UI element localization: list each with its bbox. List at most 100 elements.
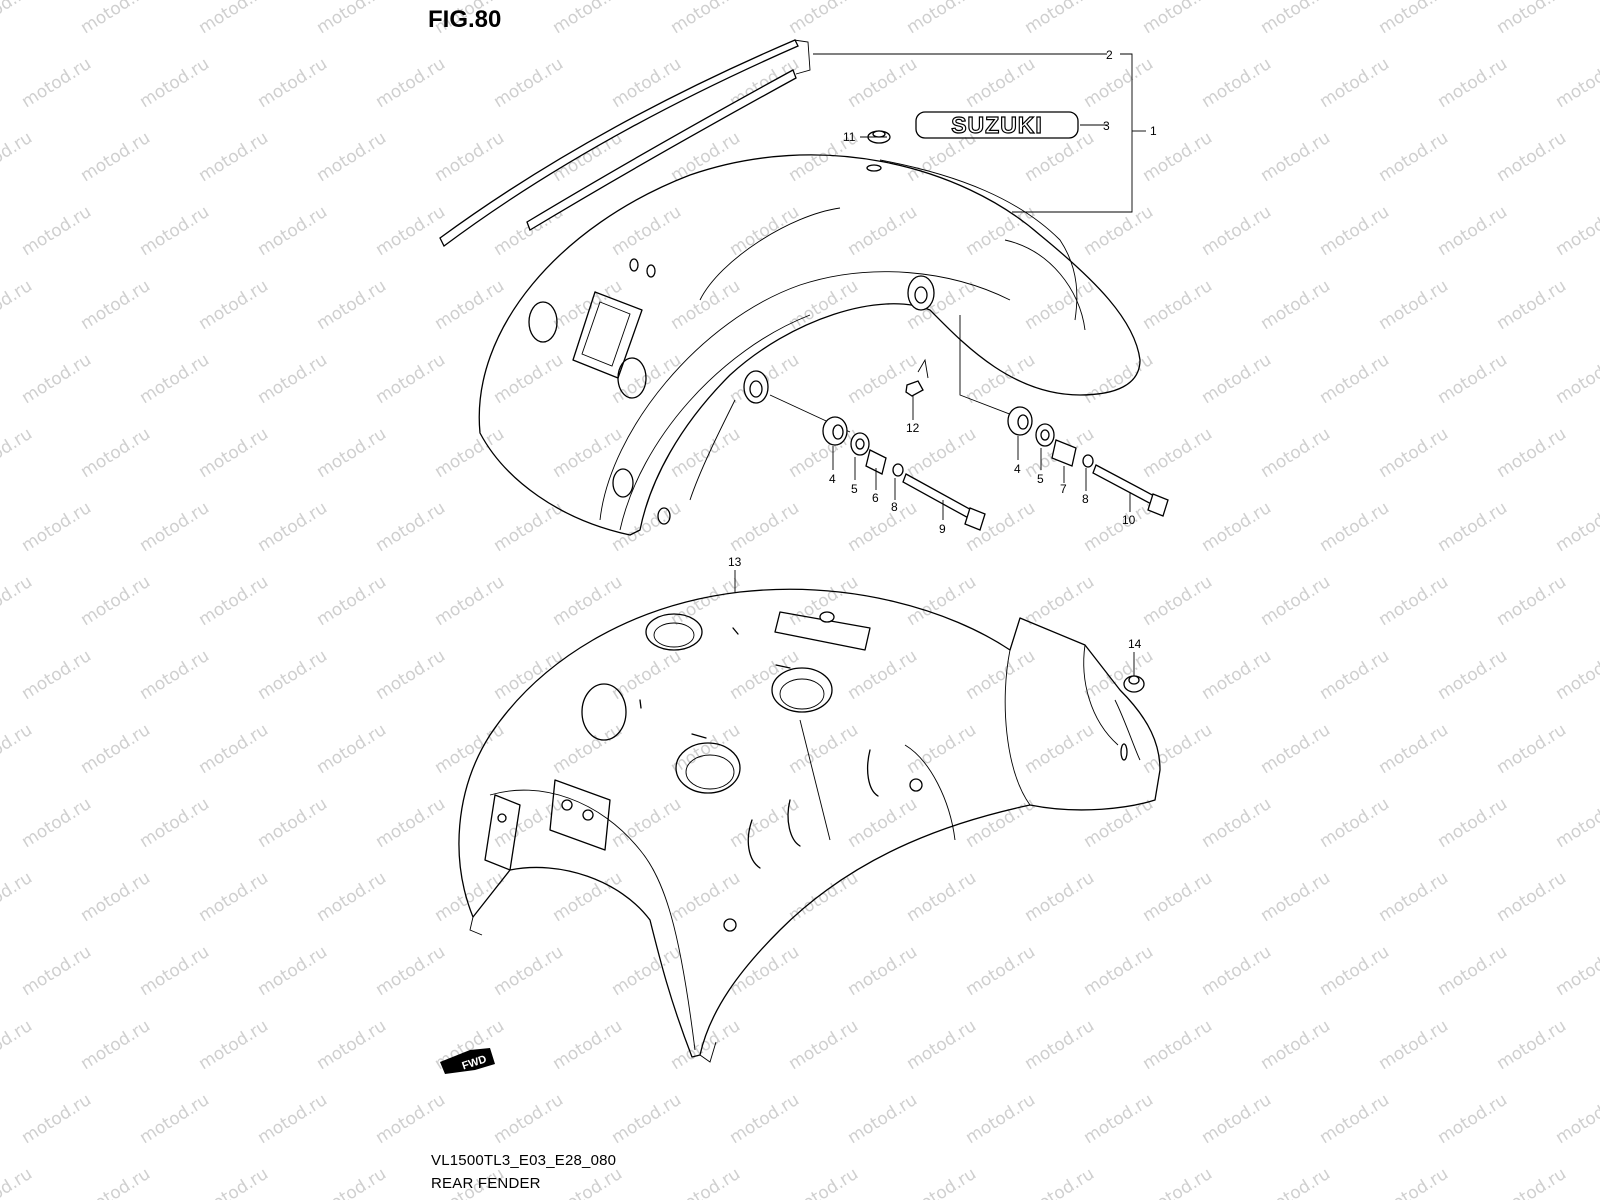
watermark-text: motod.ru: [1493, 424, 1570, 482]
watermark-text: motod.ru: [962, 794, 1039, 852]
watermark-text: motod.ru: [1080, 498, 1157, 556]
watermark-text: motod.ru: [0, 1016, 36, 1074]
watermark-text: motod.ru: [490, 54, 567, 112]
watermark-text: motod.ru: [0, 128, 36, 186]
watermark-text: motod.ru: [1316, 350, 1393, 408]
watermark-text: motod.ru: [1434, 202, 1511, 260]
watermark-text: motod.ru: [136, 794, 213, 852]
watermark-text: motod.ru: [372, 1090, 449, 1148]
watermark-text: motod.ru: [1257, 572, 1334, 630]
watermark-text: motod.ru: [136, 498, 213, 556]
watermark-text: motod.ru: [667, 868, 744, 926]
watermark-text: motod.ru: [77, 1016, 154, 1074]
watermark-text: motod.ru: [18, 1090, 95, 1148]
watermark-text: motod.ru: [1375, 0, 1452, 38]
watermark-text: motod.ru: [195, 276, 272, 334]
watermark-text: motod.ru: [1552, 646, 1600, 704]
watermark-text: motod.ru: [962, 942, 1039, 1000]
watermark-text: motod.ru: [77, 276, 154, 334]
watermark-text: motod.ru: [1139, 572, 1216, 630]
callout-7: 7: [1060, 482, 1067, 496]
watermark-text: motod.ru: [608, 942, 685, 1000]
watermark-text: motod.ru: [1139, 1016, 1216, 1074]
watermark-text: motod.ru: [313, 128, 390, 186]
watermark-text: motod.ru: [549, 572, 626, 630]
watermark-text: motod.ru: [1552, 350, 1600, 408]
watermark-text: motod.ru: [490, 1090, 567, 1148]
watermark-text: motod.ru: [1080, 1090, 1157, 1148]
watermark-text: motod.ru: [844, 646, 921, 704]
watermark-text: motod.ru: [18, 54, 95, 112]
watermark-text: motod.ru: [1080, 646, 1157, 704]
watermark-text: motod.ru: [1198, 54, 1275, 112]
watermark-text: motod.ru: [0, 720, 36, 778]
watermark-text: motod.ru: [0, 0, 36, 38]
watermark-text: motod.ru: [77, 572, 154, 630]
watermark-text: motod.ru: [1552, 942, 1600, 1000]
watermark-text: motod.ru: [372, 794, 449, 852]
watermark-text: motod.ru: [18, 350, 95, 408]
watermark-text: motod.ru: [1434, 498, 1511, 556]
watermark-text: motod.ru: [195, 1016, 272, 1074]
watermark-text: motod.ru: [1552, 794, 1600, 852]
callout-6: 6: [872, 491, 879, 505]
watermark-text: motod.ru: [726, 646, 803, 704]
watermark-text: motod.ru: [962, 646, 1039, 704]
watermark-text: motod.ru: [726, 942, 803, 1000]
watermark-text: motod.ru: [1375, 720, 1452, 778]
watermark-text: motod.ru: [195, 128, 272, 186]
watermark-text: motod.ru: [1021, 720, 1098, 778]
watermark-text: motod.ru: [1139, 424, 1216, 482]
watermark-text: motod.ru: [726, 794, 803, 852]
watermark-text: motod.ru: [667, 0, 744, 38]
watermark-text: motod.ru: [372, 54, 449, 112]
watermark-text: motod.ru: [1375, 128, 1452, 186]
watermark-text: motod.ru: [1493, 572, 1570, 630]
watermark-text: motod.ru: [0, 276, 36, 334]
watermark-text: motod.ru: [1021, 1016, 1098, 1074]
watermark-text: motod.ru: [1552, 202, 1600, 260]
watermark-text: motod.ru: [785, 276, 862, 334]
watermark-text: motod.ru: [18, 498, 95, 556]
watermark-text: motod.ru: [195, 720, 272, 778]
watermark-text: motod.ru: [549, 424, 626, 482]
watermark-text: motod.ru: [313, 0, 390, 38]
watermark-text: motod.ru: [18, 942, 95, 1000]
watermark-text: motod.ru: [313, 276, 390, 334]
watermark-text: motod.ru: [962, 350, 1039, 408]
callout-5-right: 5: [1037, 472, 1044, 486]
watermark-text: motod.ru: [1139, 0, 1216, 38]
watermark-text: motod.ru: [1021, 868, 1098, 926]
callout-5-left: 5: [851, 482, 858, 496]
watermark-text: motod.ru: [1139, 276, 1216, 334]
watermark-text: motod.ru: [1198, 498, 1275, 556]
watermark-text: motod.ru: [1493, 0, 1570, 38]
callout-14: 14: [1128, 637, 1142, 651]
watermark-text: motod.ru: [1375, 572, 1452, 630]
watermark-text: motod.ru: [1375, 1164, 1452, 1200]
model-code: VL1500TL3_E03_E28_080: [431, 1152, 617, 1169]
watermark-text: motod.ru: [844, 350, 921, 408]
suzuki-emblem-text: SUZUKI: [951, 112, 1043, 138]
figure-title: FIG.80: [428, 6, 502, 33]
callout-11: 11: [843, 130, 856, 144]
figure-name: REAR FENDER: [431, 1175, 541, 1192]
watermark-text: motod.ru: [1257, 128, 1334, 186]
watermark-text: motod.ru: [1080, 942, 1157, 1000]
watermark-text: motod.ru: [77, 128, 154, 186]
watermark-text: motod.ru: [313, 720, 390, 778]
watermark-text: motod.ru: [313, 572, 390, 630]
leader-lines: [734, 53, 1146, 676]
watermark-text: motod.ru: [844, 1090, 921, 1148]
watermark-text: motod.ru: [1552, 1090, 1600, 1148]
watermark-text: motod.ru: [254, 646, 331, 704]
watermark-text: motod.ru: [785, 1016, 862, 1074]
watermark-text: motod.ru: [726, 1090, 803, 1148]
watermark-text: motod.ru: [372, 202, 449, 260]
watermark-text: motod.ru: [667, 572, 744, 630]
watermark-text: motod.ru: [18, 646, 95, 704]
watermark-text: motod.ru: [549, 1016, 626, 1074]
watermark-text: motod.ru: [431, 720, 508, 778]
watermark-text: motod.ru: [903, 720, 980, 778]
